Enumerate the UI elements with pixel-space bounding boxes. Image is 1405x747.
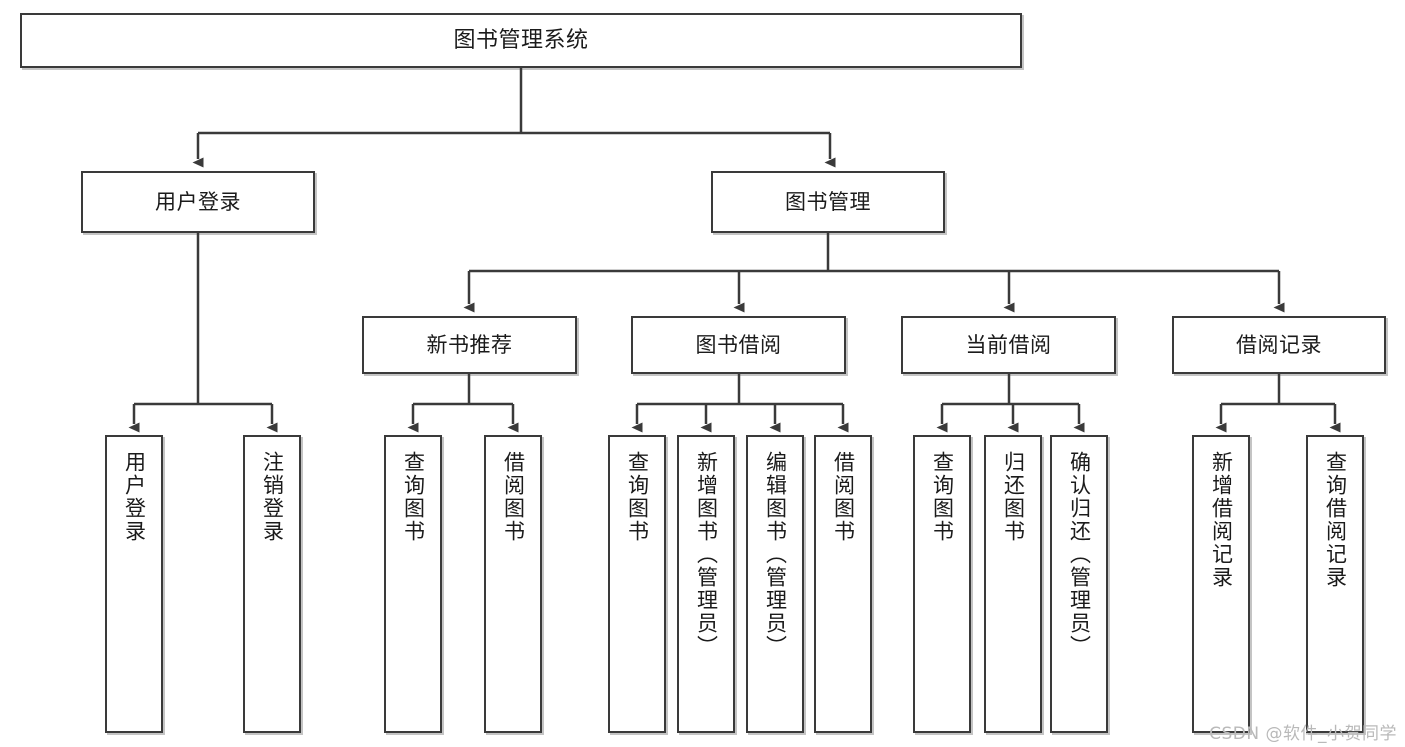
node-label: 新书推荐 [426,332,513,357]
node-label: 查询图书 [401,451,426,543]
node-borrow-record[interactable]: 借阅记录 [1172,316,1386,374]
node-root-system[interactable]: 图书管理系统 [20,13,1022,68]
leaf-user-login[interactable]: 用户登录 [105,435,163,733]
leaf-query-borrow-record[interactable]: 查询借阅记录 [1306,435,1364,733]
leaf-edit-book-admin[interactable]: 编辑图书（管理员） [746,435,804,733]
node-label: 查询图书 [625,451,650,543]
node-current-borrow[interactable]: 当前借阅 [901,316,1116,374]
node-label: 当前借阅 [965,332,1052,357]
node-book-management[interactable]: 图书管理 [711,171,945,233]
node-label: 用户登录 [122,451,147,543]
node-label: 图书管理 [785,189,871,214]
leaf-confirm-return-admin[interactable]: 确认归还（管理员） [1050,435,1108,733]
node-label: 图书借阅 [695,332,782,357]
node-label: 新增借阅记录 [1209,451,1234,589]
node-label: 编辑图书（管理员） [763,451,788,658]
node-label: 用户登录 [155,189,241,214]
node-new-book-recommend[interactable]: 新书推荐 [362,316,577,374]
node-book-borrow[interactable]: 图书借阅 [631,316,846,374]
leaf-query-book-borrow[interactable]: 查询图书 [608,435,666,733]
node-user-login[interactable]: 用户登录 [81,171,315,233]
leaf-query-book-current[interactable]: 查询图书 [913,435,971,733]
node-label: 借阅图书 [501,451,526,543]
node-label: 借阅记录 [1236,332,1322,357]
node-label: 查询图书 [930,451,955,543]
leaf-logout-login[interactable]: 注销登录 [243,435,301,733]
node-label: 确认归还（管理员） [1067,451,1092,658]
node-label: 查询借阅记录 [1323,451,1348,589]
leaf-borrow-book[interactable]: 借阅图书 [814,435,872,733]
node-label: 借阅图书 [831,451,856,543]
leaf-return-book[interactable]: 归还图书 [984,435,1042,733]
node-label: 新增图书（管理员） [694,451,719,658]
node-label: 图书管理系统 [453,27,589,53]
leaf-add-book-admin[interactable]: 新增图书（管理员） [677,435,735,733]
leaf-query-book-recommend[interactable]: 查询图书 [384,435,442,733]
leaf-add-borrow-record[interactable]: 新增借阅记录 [1192,435,1250,733]
leaf-borrow-book-recommend[interactable]: 借阅图书 [484,435,542,733]
node-label: 注销登录 [260,451,285,543]
csdn-watermark: CSDN @软件_小贺同学 [1209,724,1397,744]
node-label: 归还图书 [1001,451,1026,543]
